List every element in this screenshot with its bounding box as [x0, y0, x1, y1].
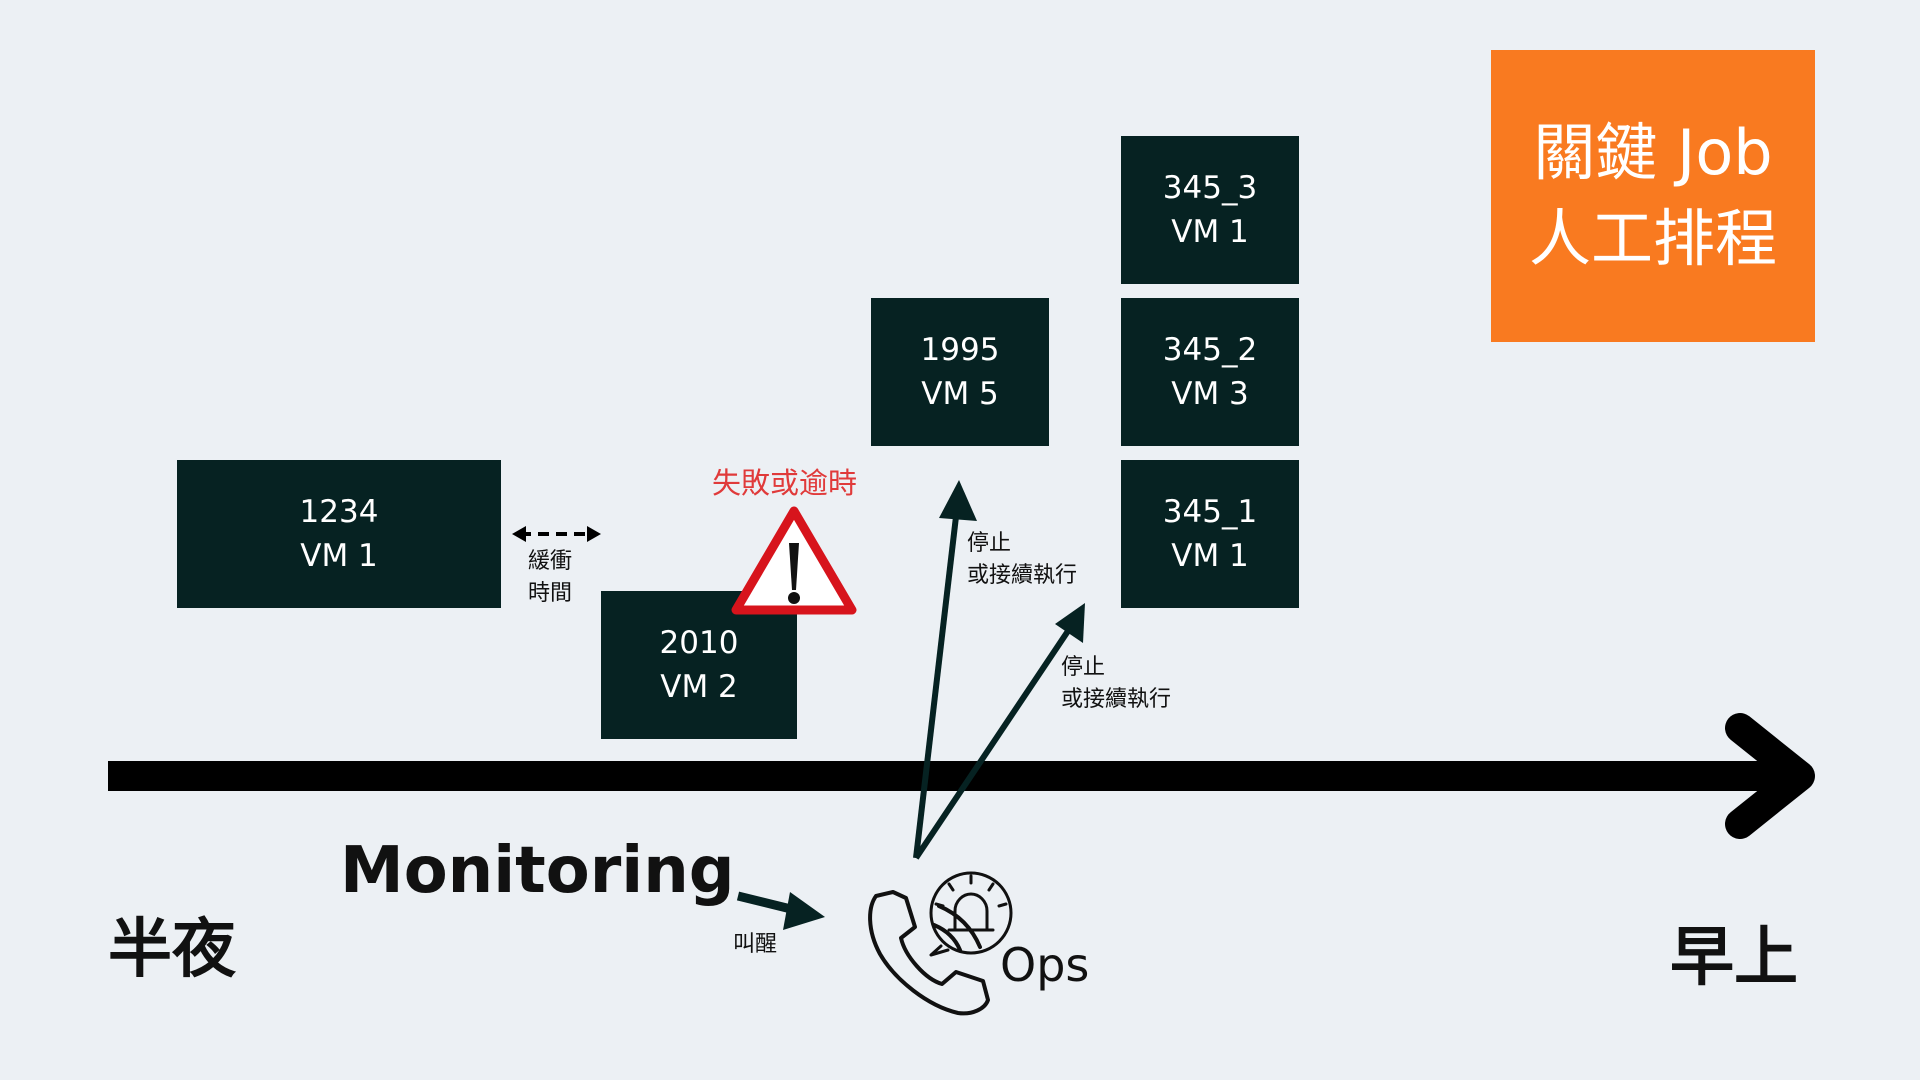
job-vm: VM 1 — [300, 538, 378, 574]
key-job-tag: 關鍵 Job 人工排程 — [1491, 50, 1815, 342]
job-vm: VM 1 — [1171, 214, 1249, 250]
wake-arrow — [736, 891, 825, 930]
job-vm: VM 5 — [921, 376, 999, 412]
job-vm: VM 2 — [660, 669, 738, 705]
key-job-tag-line2: 人工排程 — [1528, 202, 1777, 275]
phone-icon — [868, 890, 990, 1016]
timeline-start-label: 半夜 — [108, 913, 236, 987]
job-id: 1234 — [299, 494, 379, 530]
action-line1: 停止 — [967, 531, 1012, 556]
buffer-arrow — [512, 526, 601, 542]
failure-label: 失敗或逾時 — [712, 466, 858, 500]
ops-label: Ops — [1000, 938, 1090, 992]
action-label-2: 停止 或接續執行 — [1061, 652, 1171, 716]
action-line1: 停止 — [1061, 655, 1106, 680]
timeline-end-label: 早上 — [1670, 921, 1798, 995]
job-id: 345_3 — [1162, 170, 1258, 206]
action-line2: 或接續執行 — [1061, 687, 1172, 712]
action-label-1: 停止 或接續執行 — [967, 528, 1077, 592]
job-box-345-1: 345_1 VM 1 — [1121, 460, 1299, 608]
buffer-time-label: 緩衝 時間 — [528, 546, 572, 610]
alarm-siren-icon — [929, 871, 1013, 957]
job-box-2010: 2010 VM 2 — [601, 591, 797, 739]
timeline-arrowhead — [1725, 713, 1815, 839]
action-line2: 或接續執行 — [967, 563, 1078, 588]
action-arrow-diagonal — [913, 603, 1085, 860]
job-id: 1995 — [920, 332, 1000, 368]
wake-label: 叫醒 — [733, 932, 778, 957]
monitoring-label: Monitoring — [340, 834, 735, 908]
job-id: 345_1 — [1162, 494, 1258, 530]
key-job-tag-line1: 關鍵 Job — [1533, 116, 1773, 189]
job-box-1995: 1995 VM 5 — [871, 298, 1049, 446]
job-box-345-2: 345_2 VM 3 — [1121, 298, 1299, 446]
job-box-1234: 1234 VM 1 — [177, 460, 501, 608]
buffer-line2: 時間 — [528, 581, 573, 606]
buffer-line1: 緩衝 — [528, 549, 573, 574]
job-id: 345_2 — [1162, 332, 1258, 368]
job-vm: VM 3 — [1171, 376, 1249, 412]
action-arrow-up — [913, 480, 977, 859]
warning-icon — [731, 506, 857, 615]
job-id: 2010 — [659, 625, 739, 661]
job-vm: VM 1 — [1171, 538, 1249, 574]
job-box-345-3: 345_3 VM 1 — [1121, 136, 1299, 284]
